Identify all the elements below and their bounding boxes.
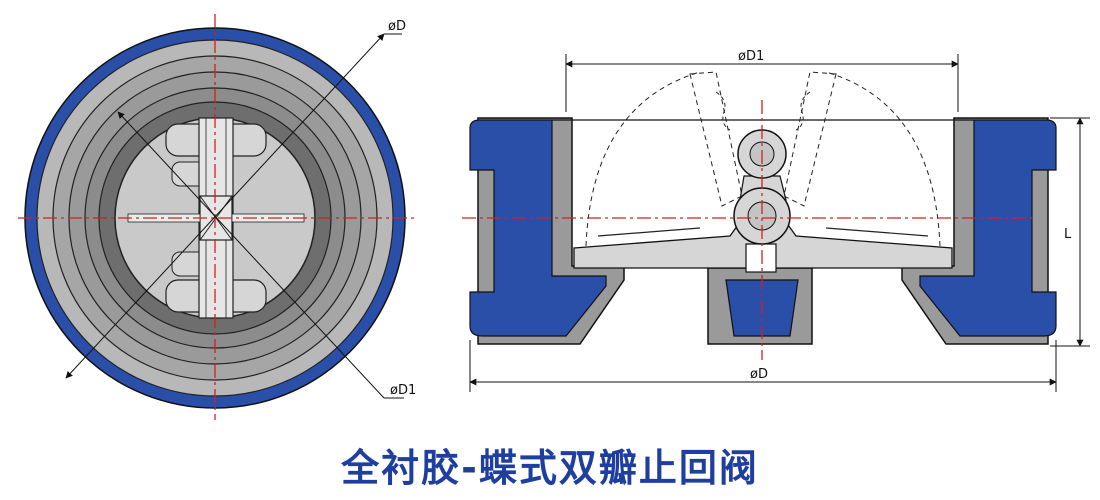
section-view: øD1 øD L xyxy=(462,49,1090,392)
front-label-outer: øD xyxy=(388,19,406,34)
drawing-caption: 全衬胶-蝶式双瓣止回阀 xyxy=(341,446,759,490)
lining-right xyxy=(919,119,1057,337)
spring-leg-right xyxy=(825,227,929,237)
spring-leg-left xyxy=(597,227,701,237)
spring-right xyxy=(795,91,811,131)
section-label-outer: øD xyxy=(750,367,768,382)
plate-swing-arc xyxy=(825,71,941,247)
plate-open-right xyxy=(783,71,837,207)
diameter-bore-leader xyxy=(117,111,385,399)
front-label-inner: øD1 xyxy=(390,383,416,398)
spring-left xyxy=(715,91,731,131)
plate-open-left xyxy=(689,71,743,207)
lining-left xyxy=(469,119,607,337)
valve-drawing: øD øD1 xyxy=(18,14,1090,420)
section-label-bore: øD1 xyxy=(738,49,764,64)
front-view: øD øD1 xyxy=(18,14,418,420)
plate-swing-arc xyxy=(585,71,701,247)
diameter-od-leader xyxy=(65,33,385,379)
hinge-pin-block xyxy=(745,243,777,273)
section-label-length: L xyxy=(1064,227,1072,242)
